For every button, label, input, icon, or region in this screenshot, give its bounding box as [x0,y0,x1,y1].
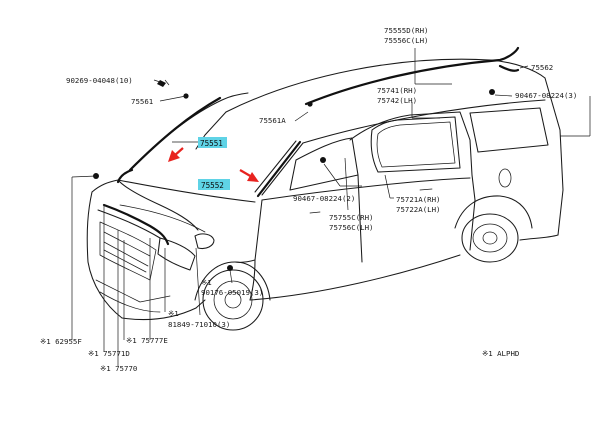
label-note-alphd: ※1 ALPHD [482,349,519,358]
moulding-parts [93,46,520,271]
label-90467-3: 90467-08224(3) [515,91,577,100]
label-175771d: ※1 75771D [88,349,130,358]
label-75742: 75742(LH) [377,96,417,105]
label-75755c: 75755C(RH) [329,213,374,222]
mark-s1-a: ※1 [201,278,212,287]
label-75561: 75561 [131,97,153,106]
label-75741: 75741(RH) [377,86,417,95]
label-75552: 75552 [201,181,224,190]
label-75561a: 75561A [259,116,286,125]
label-90269: 90269-04048(10) [66,76,133,85]
label-175777e: ※1 75777E [126,336,168,345]
highlight-75552 [198,179,230,190]
label-90467-2: 90467-08224(2) [293,194,355,203]
label-162955f: ※1 62955F [40,337,82,346]
red-arrow-75552 [239,169,259,182]
label-75551: 75551 [200,139,223,148]
mark-s1-b: ※1 [168,309,179,318]
label-75721a: 75721A(RH) [396,195,441,204]
label-75722a: 75722A(LH) [396,205,441,214]
label-175770: ※1 75770 [100,364,137,373]
label-90176: 90176-05019(3) [201,288,263,297]
leader-lines [71,48,591,366]
label-81849: 81849-71010(3) [168,320,230,329]
highlight-75551 [198,137,227,148]
label-75556c: 75556C(LH) [384,36,429,45]
label-75756c: 75756C(LH) [329,223,374,232]
red-arrow-75551 [168,147,184,162]
label-75562: 75562 [531,63,553,72]
label-75555d: 75555D(RH) [384,26,429,35]
